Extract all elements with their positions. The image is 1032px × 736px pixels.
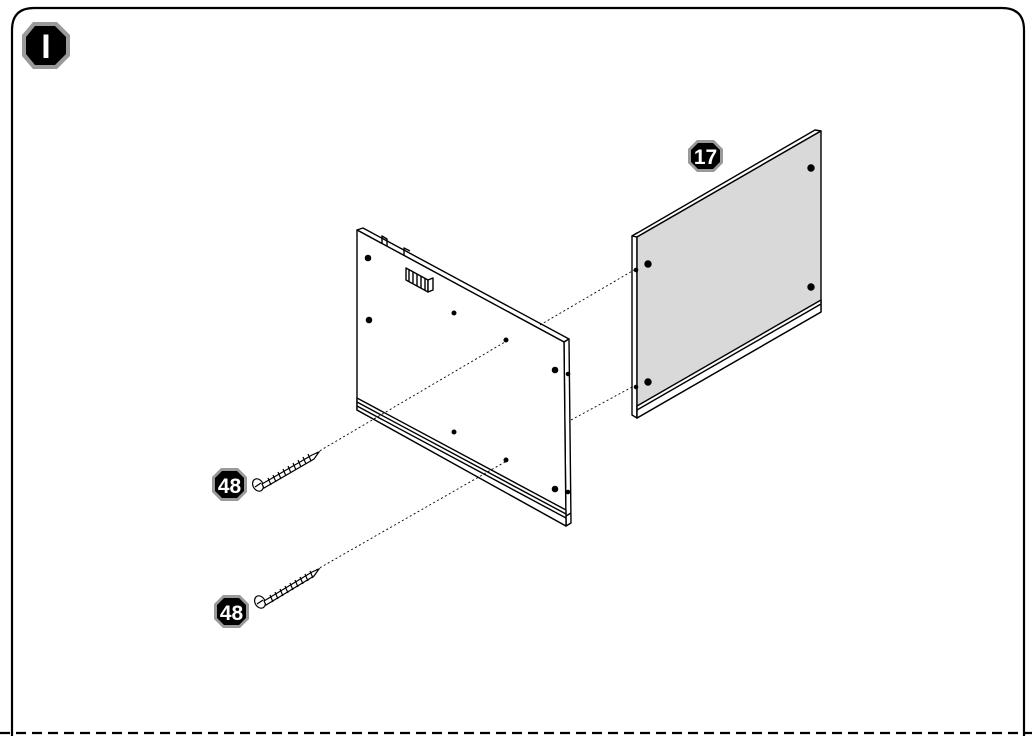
screw-upper-icon <box>251 450 321 492</box>
back-panel-label: 17 <box>694 146 717 169</box>
step-badge: I <box>22 22 70 69</box>
part-badge-48-lower: 48 <box>214 595 249 628</box>
step-label: I <box>41 28 50 66</box>
screw-lower-label: 48 <box>220 602 244 625</box>
alignment-lines <box>315 269 635 571</box>
screw-lower-icon <box>253 567 321 609</box>
step-frame <box>0 6 1032 736</box>
back-panel-17 <box>631 129 822 419</box>
part-badge-48-upper: 48 <box>212 468 247 501</box>
side-panel <box>356 227 572 527</box>
screw-upper-label: 48 <box>218 475 242 498</box>
part-badge-17: 17 <box>688 140 723 172</box>
